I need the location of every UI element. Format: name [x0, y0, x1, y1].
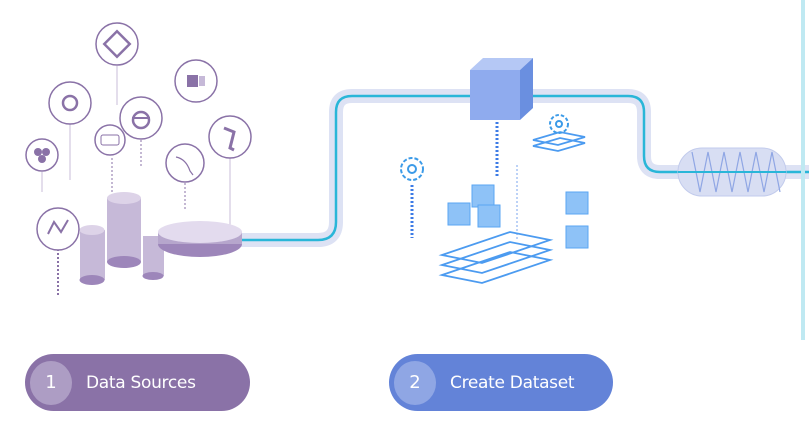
create-dataset-art	[400, 58, 589, 284]
sql-server-icon	[208, 115, 252, 159]
diamond-logo-icon	[95, 22, 139, 66]
step-create-dataset-button[interactable]: 2 Create Dataset	[389, 354, 613, 411]
cube-icon	[470, 58, 533, 120]
gear-icon	[400, 114, 569, 181]
spark-icon	[48, 81, 92, 125]
step-number-badge: 1	[30, 360, 72, 405]
data-sources-art	[25, 22, 252, 296]
step-number-badge: 2	[394, 360, 436, 405]
filter-capsule	[677, 147, 787, 197]
step-data-sources-button[interactable]: 1 Data Sources	[25, 354, 250, 411]
step-label: Create Dataset	[450, 372, 575, 393]
mysql-dolphin-icon	[165, 143, 205, 183]
csv-file-icon	[94, 124, 126, 156]
step-label: Data Sources	[86, 372, 196, 393]
